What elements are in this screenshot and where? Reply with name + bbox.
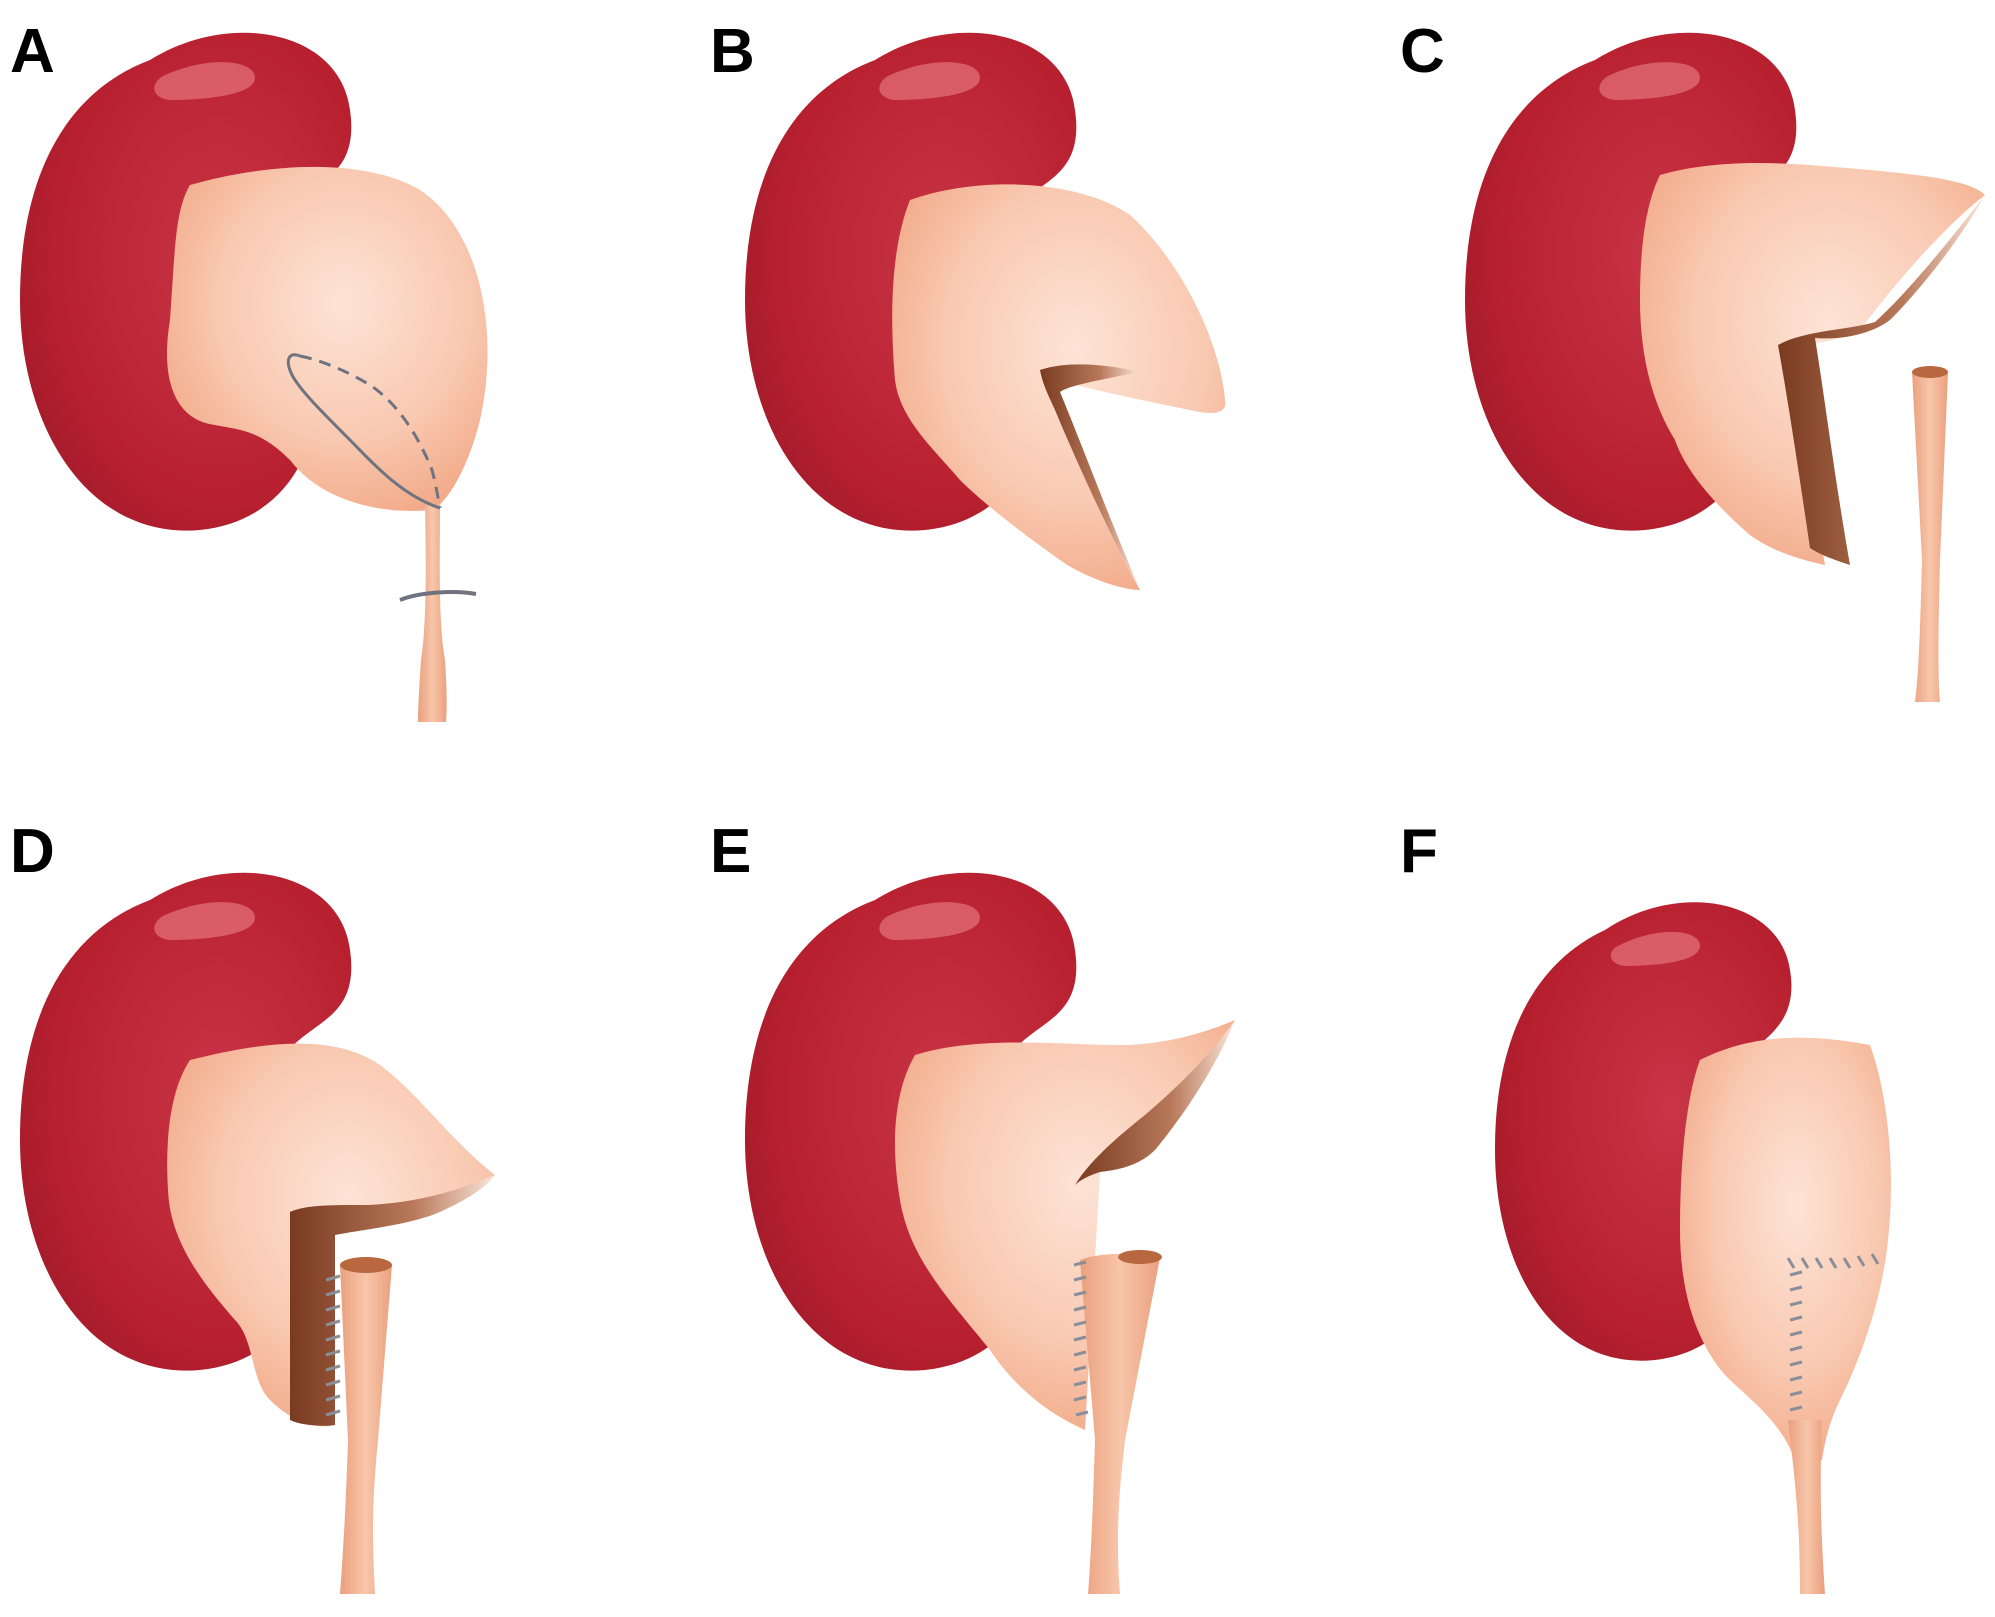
renal-pelvis-flap [1640, 163, 1985, 565]
flap-inner-surface [1778, 195, 1985, 565]
panel-label: C [1400, 17, 1445, 86]
ureter [418, 505, 447, 722]
incision-line [286, 353, 441, 510]
panel-d: D [10, 817, 495, 1594]
panel-e: E [710, 817, 1235, 1594]
renal-pelvis-flap [892, 184, 1226, 590]
panel-a: A [10, 17, 488, 722]
panel-c: C [1400, 17, 1985, 702]
repaired-pelvis [1680, 1037, 1891, 1460]
kidney-highlight [879, 902, 980, 940]
suture-line [1786, 1253, 1880, 1412]
panel-label: A [10, 17, 55, 86]
flap-inner-surface [290, 1175, 495, 1426]
flap-inner-surface [1040, 364, 1140, 590]
ureter [1080, 1253, 1160, 1594]
kidney-highlight [879, 62, 980, 100]
panel-label: D [10, 817, 55, 886]
ureter-lumen [340, 1257, 392, 1273]
flap-inner-surface [1075, 1020, 1235, 1185]
ureter [1912, 367, 1948, 702]
panel-label: E [710, 817, 751, 886]
kidney-highlight [1610, 931, 1700, 966]
ligature [399, 590, 477, 602]
ureter-lumen [1912, 366, 1948, 378]
panel-label: F [1400, 817, 1438, 886]
panel-b: B [710, 17, 1226, 590]
panel-f: F [1400, 817, 1891, 1594]
kidney-highlight [154, 62, 255, 100]
kidney-highlight [154, 902, 255, 940]
ureter [1788, 1420, 1825, 1594]
ureter-lumen [1118, 1250, 1162, 1264]
panel-label: B [710, 17, 755, 86]
kidney-highlight [1599, 62, 1700, 100]
suture-line [325, 1274, 341, 1417]
suture-line [1073, 1260, 1089, 1417]
incision-line-dashed [299, 354, 442, 509]
ureter [340, 1261, 392, 1594]
